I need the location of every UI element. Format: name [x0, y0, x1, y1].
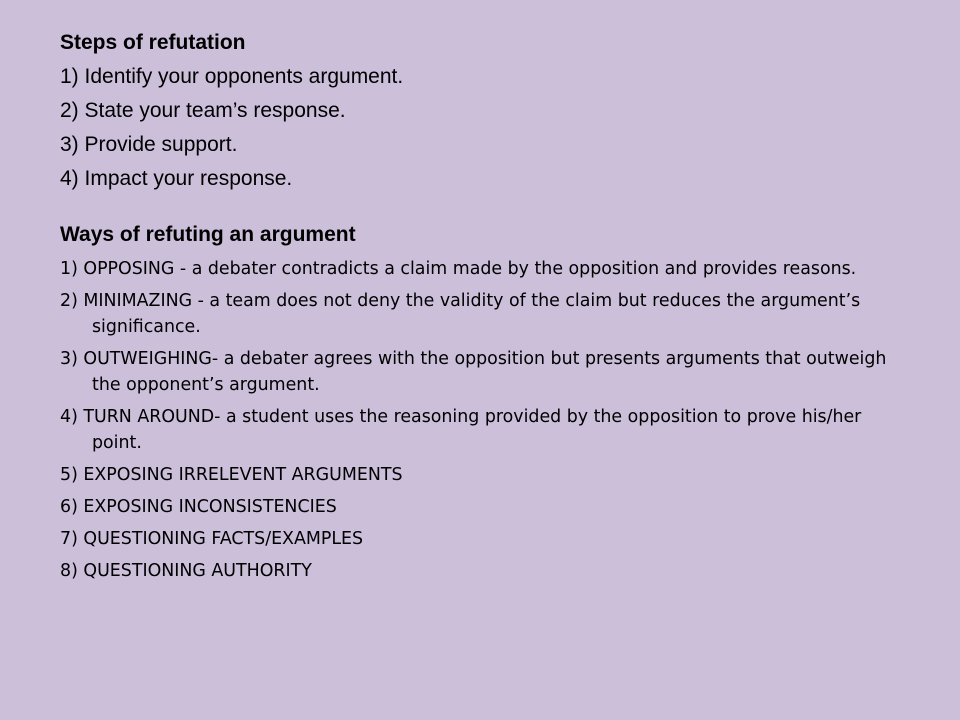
way-item-minimazing: 2) MINIMAZING - a team does not deny the… [60, 291, 861, 337]
way-item-outweighing: 3) OUTWEIGHING- a debater agrees with th… [60, 349, 887, 395]
ways-of-refuting-heading: Ways of refuting an argument [60, 223, 356, 246]
step-item-2: 2) State your team’s response. [60, 99, 346, 122]
way-item-exposing-irrelevent: 5) EXPOSING IRRELEVENT ARGUMENTS [60, 465, 403, 485]
steps-of-refutation-heading: Steps of refutation [60, 31, 246, 54]
way-item-questioning-facts: 7) QUESTIONING FACTS/EXAMPLES [60, 529, 364, 549]
step-item-4: 4) Impact your response. [60, 167, 293, 190]
way-item-opposing: 1) OPPOSING - a debater contradicts a cl… [60, 259, 857, 279]
way-item-exposing-inconsistencies: 6) EXPOSING INCONSISTENCIES [60, 497, 337, 517]
step-item-3: 3) Provide support. [60, 133, 238, 156]
slide-content: Steps of refutation 1) Identify your opp… [60, 28, 900, 584]
step-item-1: 1) Identify your opponents argument. [60, 65, 404, 88]
way-item-turn-around: 4) TURN AROUND- a student uses the reaso… [60, 407, 862, 453]
way-item-questioning-authority: 8) QUESTIONING AUTHORITY [60, 561, 312, 581]
